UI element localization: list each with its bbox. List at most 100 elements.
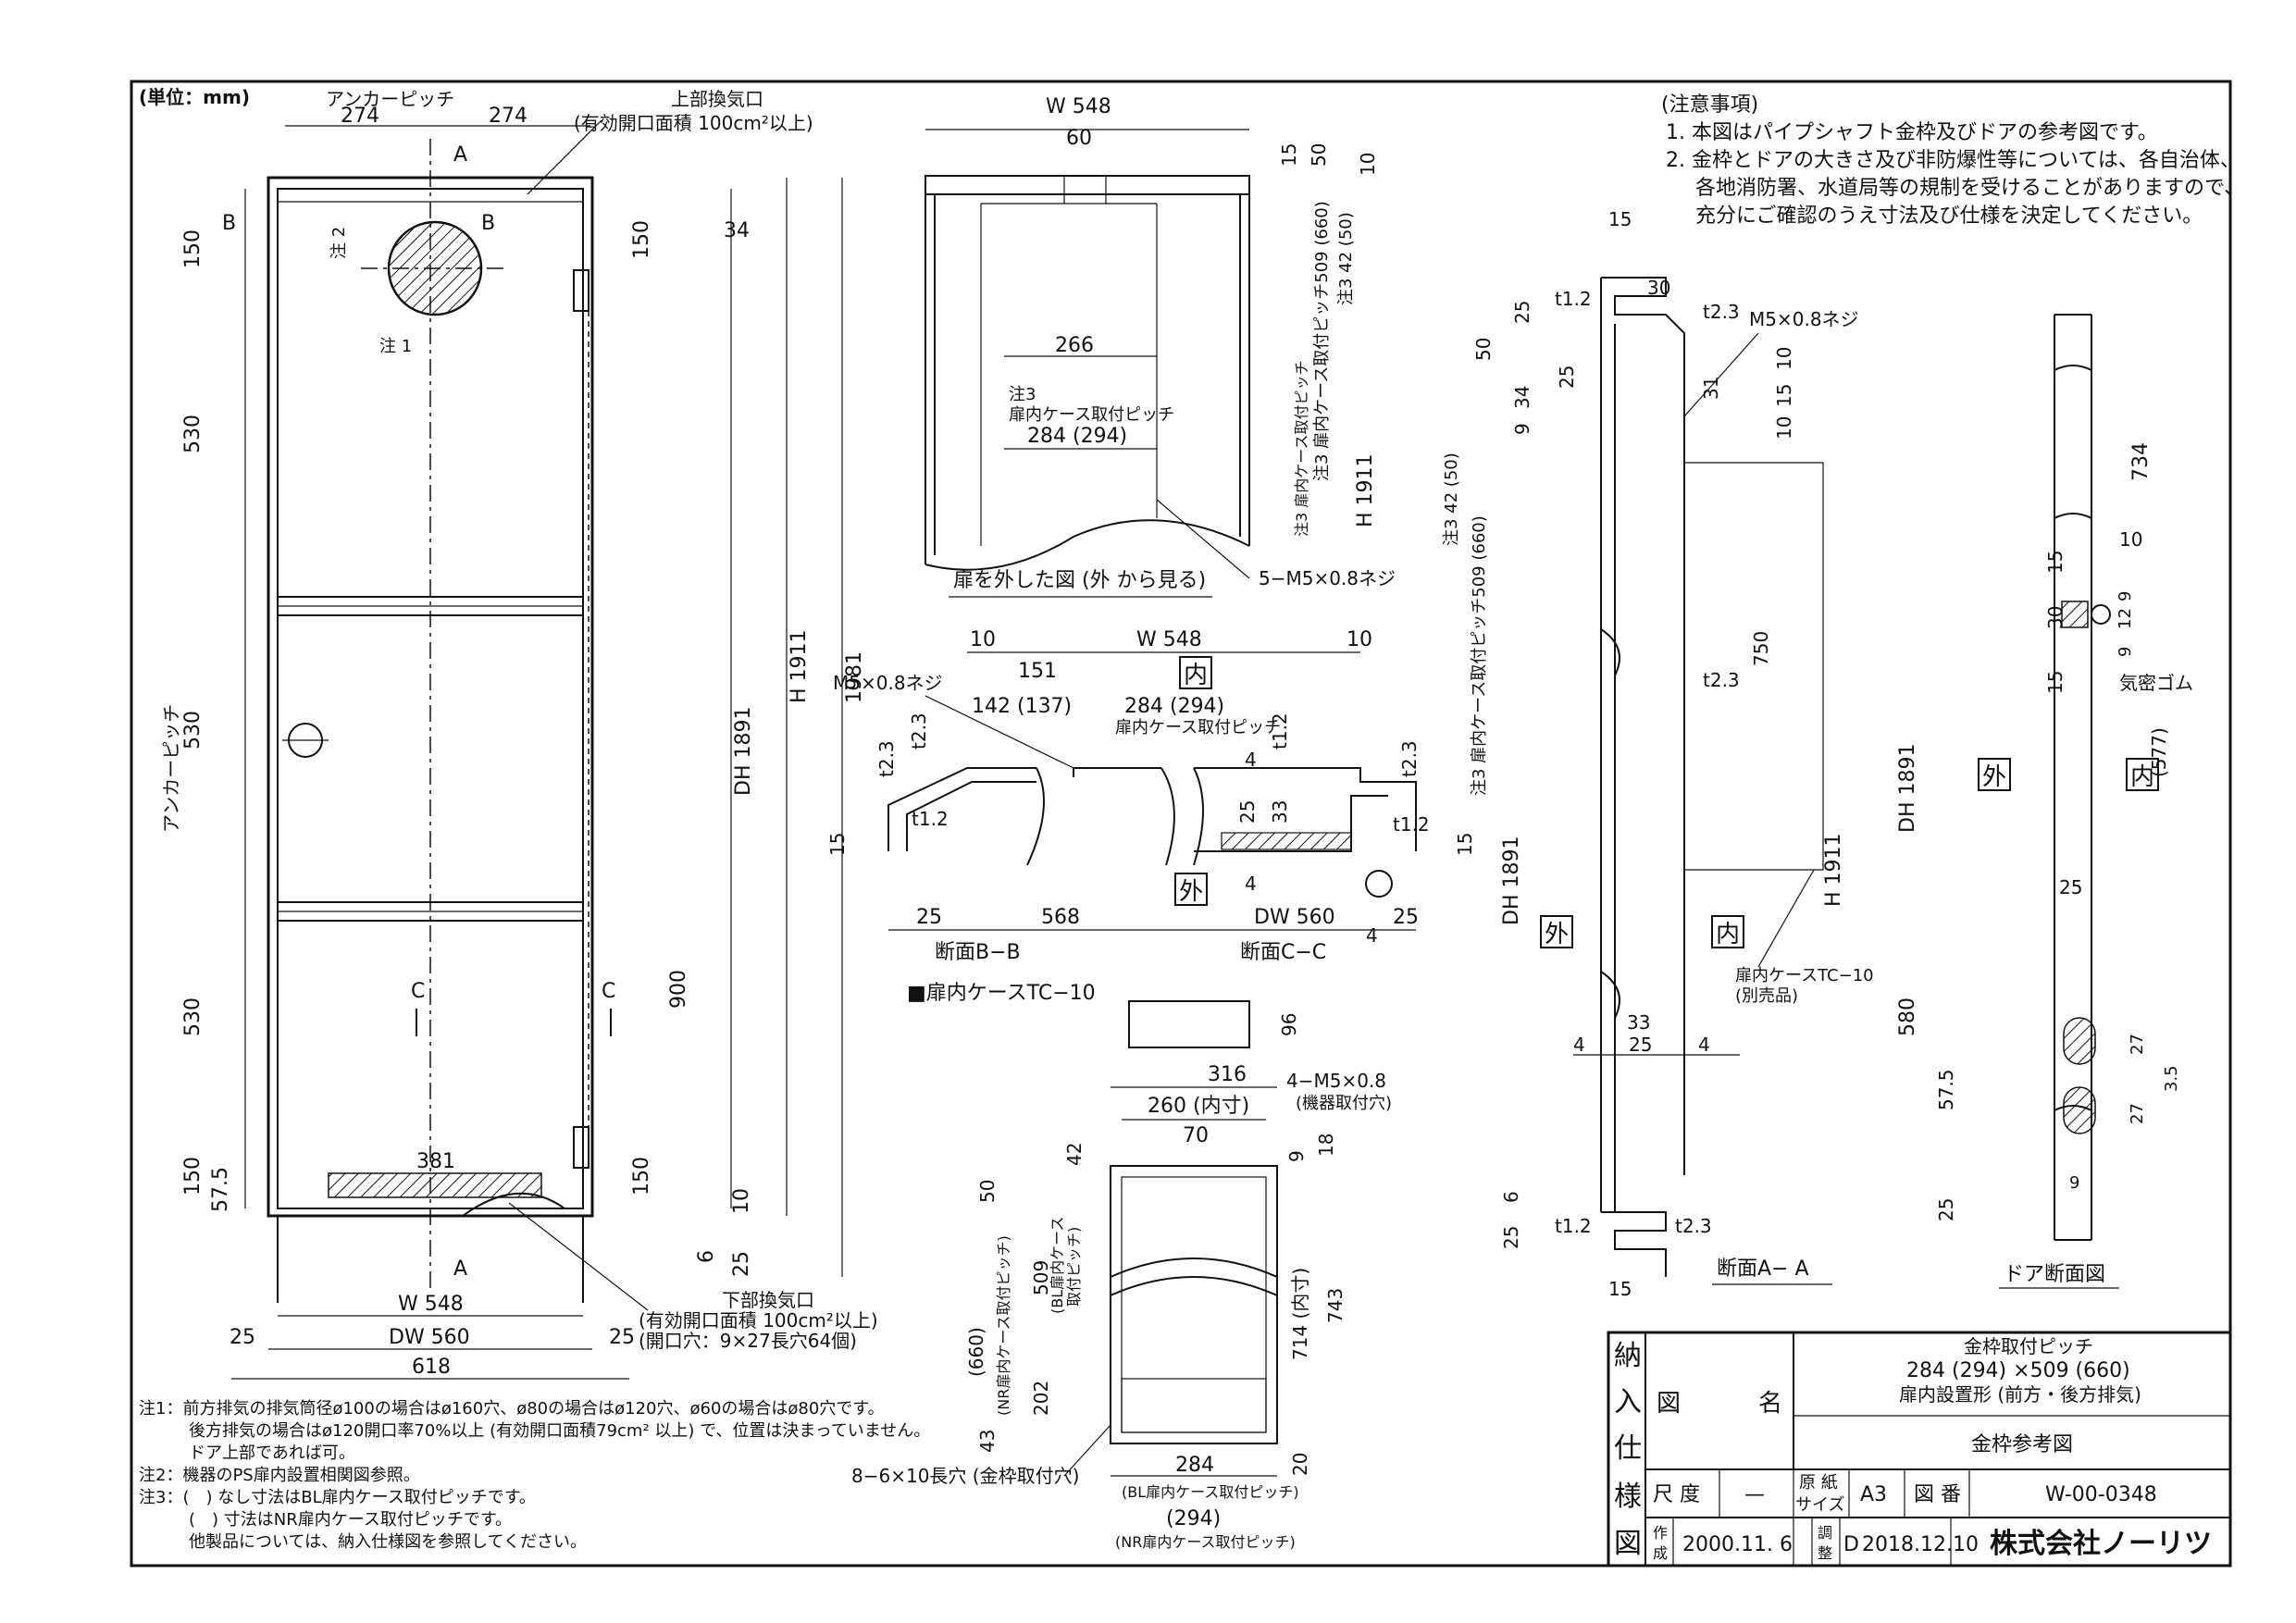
- svg-text:10: 10: [970, 628, 996, 651]
- svg-text:20: 20: [1289, 1453, 1311, 1476]
- svg-text:10: 10: [1773, 347, 1795, 370]
- svg-text:15: 15: [1278, 143, 1300, 167]
- svg-text:25: 25: [916, 906, 942, 929]
- svg-text:注3 42 (50): 注3 42 (50): [1442, 452, 1461, 546]
- svg-text:DH 1891: DH 1891: [1896, 744, 1919, 833]
- svg-text:納: 納: [1614, 1340, 1642, 1372]
- svg-text:202: 202: [1030, 1381, 1052, 1416]
- svg-text:30: 30: [1647, 277, 1670, 299]
- svg-text:284: 284: [1175, 1454, 1214, 1477]
- footnotes: 注1：前方排気の排気筒径ø100の場合はø160穴、ø80の場合はø120穴、ø…: [139, 1399, 930, 1552]
- svg-text:4: 4: [1245, 749, 1257, 771]
- svg-text:t1.2: t1.2: [1269, 712, 1291, 750]
- svg-text:名: 名: [1758, 1390, 1782, 1418]
- svg-text:4: 4: [1245, 873, 1257, 895]
- svg-text:900: 900: [667, 970, 690, 1009]
- svg-text:10: 10: [1347, 628, 1372, 651]
- svg-text:D: D: [1843, 1533, 1859, 1556]
- svg-text:6: 6: [695, 1250, 718, 1263]
- svg-text:15: 15: [826, 833, 849, 856]
- svg-text:他製品については、納入仕様図を参照してください。: 他製品については、納入仕様図を参照してください。: [189, 1532, 587, 1552]
- svg-text:150: 150: [630, 1157, 653, 1196]
- svg-text:DW 560: DW 560: [389, 1326, 470, 1349]
- svg-text:W 548: W 548: [398, 1293, 464, 1316]
- svg-text:568: 568: [1041, 906, 1080, 929]
- svg-text:284 (294): 284 (294): [1124, 695, 1224, 718]
- svg-text:図: 図: [1614, 1528, 1642, 1560]
- svg-text:t1.2: t1.2: [1393, 813, 1430, 836]
- svg-text:34: 34: [724, 219, 750, 242]
- svg-text:33: 33: [1269, 800, 1291, 824]
- svg-text:15: 15: [2044, 671, 2066, 694]
- svg-text:注2：機器のPS扉内設置相関図参照。: 注2：機器のPS扉内設置相関図参照。: [139, 1466, 420, 1485]
- door-section: 734 15 10 30 9 12 9 15 気密ゴム (577) DH 189…: [1896, 314, 2193, 1289]
- svg-text:上部換気口: 上部換気口: [671, 88, 763, 110]
- svg-text:t1.2: t1.2: [1555, 1215, 1592, 1237]
- svg-text:扉内ケース取付ピッチ: 扉内ケース取付ピッチ: [1115, 718, 1281, 737]
- svg-text:70: 70: [1183, 1124, 1209, 1147]
- svg-text:27: 27: [2128, 1103, 2147, 1124]
- svg-text:25: 25: [1511, 301, 1533, 324]
- svg-text:W-00-0348: W-00-0348: [2045, 1483, 2157, 1506]
- svg-text:t2.3: t2.3: [875, 740, 898, 777]
- svg-text:扉内ケースTC−10: 扉内ケースTC−10: [1735, 966, 1874, 985]
- svg-text:充分にご確認のうえ寸法及び仕様を決定してください。: 充分にご確認のうえ寸法及び仕様を決定してください。: [1695, 204, 2203, 228]
- svg-text:25: 25: [1236, 800, 1259, 824]
- svg-text:33: 33: [1627, 1011, 1650, 1034]
- svg-text:60: 60: [1066, 127, 1092, 150]
- svg-text:ドア上部であれば可。: ドア上部であれば可。: [189, 1443, 355, 1463]
- svg-text:金枠参考図: 金枠参考図: [1971, 1433, 2073, 1456]
- svg-text:調: 調: [1818, 1524, 1832, 1542]
- svg-text:t2.3: t2.3: [1398, 740, 1421, 777]
- svg-text:アンカーピッチ: アンカーピッチ: [326, 88, 454, 110]
- svg-text:C: C: [411, 980, 425, 1003]
- svg-text:714 (内寸): 714 (内寸): [1289, 1268, 1311, 1360]
- svg-text:DW 560: DW 560: [1254, 906, 1335, 929]
- svg-text:ドア断面図: ドア断面図: [2004, 1263, 2105, 1286]
- svg-text:8−6×10長穴 (金枠取付穴): 8−6×10長穴 (金枠取付穴): [851, 1465, 1079, 1487]
- svg-text:B: B: [222, 212, 236, 235]
- svg-text:15: 15: [1608, 1278, 1632, 1300]
- svg-text:15: 15: [1608, 208, 1632, 230]
- svg-text:内: 内: [1716, 921, 1740, 948]
- door-removed-view: W 548 60 15 50 10 注3 扉内ケース取付ピッチ509 (660)…: [925, 95, 1396, 598]
- svg-text:t2.3: t2.3: [1703, 301, 1740, 323]
- svg-text:(機器取付穴): (機器取付穴): [1296, 1094, 1392, 1113]
- svg-text:サイズ: サイズ: [1795, 1495, 1844, 1515]
- svg-text:M5×0.8ネジ: M5×0.8ネジ: [1749, 308, 1859, 330]
- svg-text:尺 度: 尺 度: [1653, 1483, 1700, 1506]
- svg-text:30: 30: [2044, 606, 2066, 629]
- svg-text:25: 25: [1556, 365, 1578, 389]
- svg-text:284 (294) ×509 (660): 284 (294) ×509 (660): [1906, 1359, 2130, 1382]
- svg-text:DH 1891: DH 1891: [1500, 836, 1523, 925]
- svg-text:—: —: [1744, 1483, 1765, 1506]
- svg-text:注3 扉内ケース取付ピッチ509 (660): 注3 扉内ケース取付ピッチ509 (660): [1312, 201, 1332, 481]
- svg-text:扉内設置形 (前方・後方排気): 扉内設置形 (前方・後方排気): [1899, 1383, 2141, 1406]
- svg-text:t2.3: t2.3: [908, 712, 930, 750]
- svg-text:1981: 1981: [843, 651, 866, 703]
- svg-text:図 番: 図 番: [1914, 1483, 1961, 1506]
- svg-text:530: 530: [181, 997, 205, 1036]
- svg-text:H 1911: H 1911: [1822, 833, 1845, 907]
- svg-text:530: 530: [181, 711, 205, 750]
- svg-text:25: 25: [730, 1251, 753, 1277]
- svg-text:様: 様: [1614, 1481, 1642, 1513]
- svg-text:株式会社ノーリツ: 株式会社ノーリツ: [1990, 1528, 2212, 1560]
- svg-text:34: 34: [1511, 386, 1533, 409]
- svg-text:9: 9: [2116, 647, 2135, 657]
- svg-text:注3 扉内ケース取付ピッチ: 注3 扉内ケース取付ピッチ: [1293, 361, 1310, 537]
- svg-text:734: 734: [2129, 442, 2153, 481]
- svg-text:A3: A3: [1860, 1483, 1887, 1506]
- svg-text:509: 509: [1030, 1260, 1052, 1295]
- svg-text:151: 151: [1018, 660, 1057, 683]
- svg-text:注 1: 注 1: [379, 337, 412, 356]
- svg-text:274: 274: [341, 105, 379, 128]
- svg-text:注3：( ) なし寸法はBL扉内ケース取付ピッチです。: 注3：( ) なし寸法はBL扉内ケース取付ピッチです。: [139, 1488, 536, 1507]
- svg-text:断面A− A: 断面A− A: [1717, 1258, 1809, 1281]
- svg-text:10: 10: [1357, 153, 1379, 176]
- svg-text:266: 266: [1055, 334, 1094, 357]
- svg-text:15: 15: [2044, 551, 2066, 574]
- svg-text:10: 10: [1773, 416, 1795, 440]
- svg-text:(注意事項): (注意事項): [1661, 93, 1758, 117]
- svg-text:取付ピッチ): 取付ピッチ): [1065, 1227, 1083, 1307]
